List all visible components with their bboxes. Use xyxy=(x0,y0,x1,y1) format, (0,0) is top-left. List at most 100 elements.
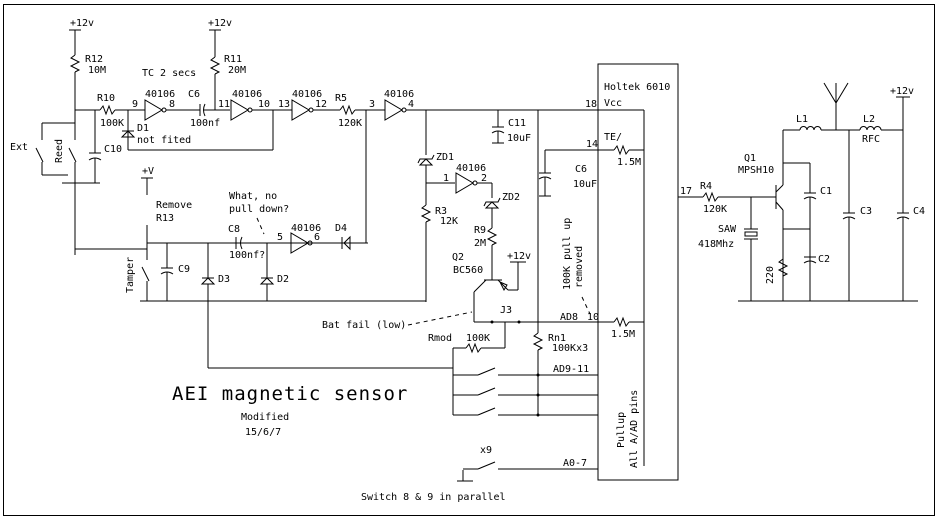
l1-ref: L1 xyxy=(796,114,808,125)
zd1-ref: ZD1 xyxy=(436,152,454,163)
footer-note: Switch 8 & 9 in parallel xyxy=(361,492,506,503)
schmitt-inverter-3-4 xyxy=(384,99,407,121)
gate-label: 40106 xyxy=(232,89,262,100)
pin-18: 18 xyxy=(585,99,597,110)
r9-ref: R9 xyxy=(474,225,486,236)
remove-note: Remove xyxy=(156,200,192,211)
c10-ref: C10 xyxy=(104,144,122,155)
annotation-pointer xyxy=(256,217,265,235)
pullup-removed-note-2: removed xyxy=(574,246,585,288)
r11-resistor xyxy=(209,29,221,110)
r11-value: 20M xyxy=(228,65,246,76)
d4-diode xyxy=(341,235,366,251)
gate-label: 40106 xyxy=(384,89,414,100)
bat-fail-note: Bat fail (low) xyxy=(322,320,406,331)
c3-ref: C3 xyxy=(860,206,872,217)
rmod-ref: Rmod xyxy=(428,333,452,344)
q1-ref: Q1 xyxy=(744,153,756,164)
r12-value: 10M xyxy=(88,65,106,76)
diagram-title: AEI magnetic sensor xyxy=(172,383,408,405)
frame-border xyxy=(3,4,935,516)
pin-9: 9 xyxy=(132,99,138,110)
pin-8: 8 xyxy=(169,99,175,110)
rn1-ref: Rn1 xyxy=(548,333,566,344)
schmitt-inverter-11-10 xyxy=(230,99,274,150)
c6b-ref: C6 xyxy=(575,164,587,175)
c3-capacitor xyxy=(842,130,856,301)
d1-ref: D1 xyxy=(137,123,149,134)
r10-resistor xyxy=(95,104,145,116)
gate-label: 40106 xyxy=(145,89,175,100)
junction-dot xyxy=(490,320,494,324)
q2-ref: Q2 xyxy=(452,252,464,263)
pin-13: 13 xyxy=(278,99,290,110)
d3-ref: D3 xyxy=(218,274,230,285)
pin-6: 6 xyxy=(314,232,320,243)
te-label: TE/ xyxy=(604,132,622,143)
c4-ref: C4 xyxy=(913,206,925,217)
pin-4: 4 xyxy=(408,99,414,110)
r9-value: 2M xyxy=(474,238,486,249)
d1-diode xyxy=(120,110,273,151)
r-te-value: 1.5M xyxy=(617,157,641,168)
j3-ref: J3 xyxy=(500,305,512,316)
ad8-label: AD8 xyxy=(560,312,578,323)
tamper-label: Tamper xyxy=(125,257,136,293)
zd2-zener xyxy=(483,197,501,228)
c1-c2-capacitors xyxy=(783,162,817,301)
schmitt-inverter-13-12 xyxy=(291,99,314,121)
annotation-pointer xyxy=(407,311,473,326)
zd2-ref: ZD2 xyxy=(502,192,520,203)
r12-resistor xyxy=(69,29,81,110)
c11-capacitor xyxy=(491,110,505,144)
saw-value: 418Mhz xyxy=(698,239,734,250)
c6-capacitor xyxy=(199,103,230,117)
r4-ref: R4 xyxy=(700,181,712,192)
c8-value: 100nf? xyxy=(229,250,265,261)
saw-ref: SAW xyxy=(718,224,737,235)
pin-14: 14 xyxy=(586,139,598,150)
l2-value: RFC xyxy=(862,134,880,145)
holtek-chip xyxy=(597,63,679,481)
ad9-11-label: AD9-11 xyxy=(553,364,589,375)
l1-inductor xyxy=(783,126,860,131)
l2-ref: L2 xyxy=(863,114,875,125)
pin-2: 2 xyxy=(481,173,487,184)
reed-label: Reed xyxy=(54,139,65,163)
r9-resistor xyxy=(486,227,498,280)
c9-capacitor xyxy=(160,243,174,301)
r220-value: 220 xyxy=(765,266,776,284)
r220-resistor xyxy=(777,258,789,277)
r-ad8-resistor xyxy=(598,316,644,328)
supply-label: +V xyxy=(142,166,154,177)
pin-17: 17 xyxy=(680,186,692,197)
r3-ref: R3 xyxy=(435,206,447,217)
r4-value: 120K xyxy=(703,204,727,215)
q1-value: MPSH10 xyxy=(738,165,774,176)
tc-annotation: TC 2 secs xyxy=(142,68,196,79)
supply-label: +12v xyxy=(890,86,914,97)
rmod-resistor xyxy=(452,322,506,415)
q2-transistor xyxy=(473,261,526,322)
q2-value: BC560 xyxy=(453,265,483,276)
zd1-zener xyxy=(417,110,435,205)
pin-10b: 10 xyxy=(587,312,599,323)
d2-ref: D2 xyxy=(277,274,289,285)
d2-diode xyxy=(259,243,275,301)
rmod-value: 100K xyxy=(466,333,490,344)
c8-capacitor xyxy=(235,236,243,250)
gate-label: 40106 xyxy=(292,89,322,100)
supply-label: +12v xyxy=(507,251,531,262)
no-pull-note-2: pull down? xyxy=(229,204,289,215)
r-ad8-value: 1.5M xyxy=(611,329,635,340)
schmitt-inverter-9-8 xyxy=(144,99,167,121)
rn1-value: 100Kx3 xyxy=(552,343,588,354)
modified-date: 15/6/7 xyxy=(245,427,281,438)
c11-value: 10uF xyxy=(507,133,531,144)
pin-3: 3 xyxy=(369,99,375,110)
r5-value: 120K xyxy=(338,118,362,129)
pin-5: 5 xyxy=(277,232,283,243)
rn1-resistor-network xyxy=(532,322,544,415)
